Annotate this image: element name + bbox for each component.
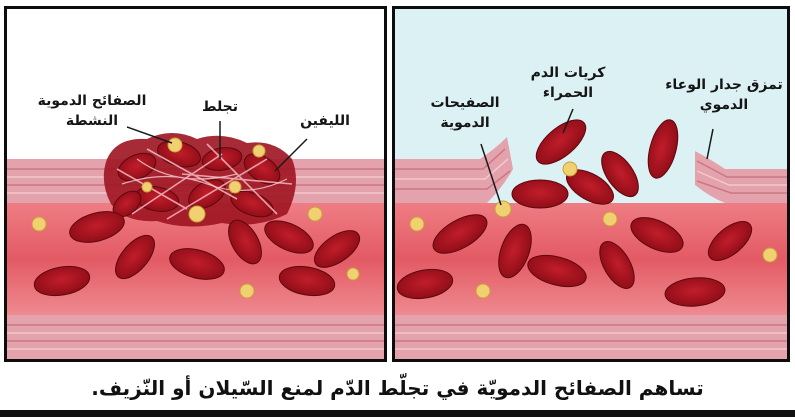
clot-panel: الصفائح الدموية النشطة تجلط الليفين [4,6,387,362]
blood-lumen [395,203,787,315]
label-clot: تجلط [192,97,248,117]
lower-vessel-wall [7,315,384,359]
label-red-blood-cells: كريات الدم الحمراء [523,63,613,103]
label-fibrin: الليفين [285,111,365,131]
figure-caption: تساهم الصفائح الدمويّة في تجلّط الدّم لم… [0,368,795,408]
blood-clot [104,133,296,227]
label-activated-platelets: الصفائح الدموية النشطة [17,91,167,131]
injury-panel: الصفيحات الدموية كريات الدم الحمراء تمزق… [392,6,790,362]
injured-vessel-illustration [395,9,787,359]
label-platelets: الصفيحات الدموية [415,93,515,133]
clot-vessel-illustration [7,9,384,359]
label-vessel-wall-tear: تمزق جدار الوعاء الدموي [665,75,783,115]
lower-vessel-wall [395,315,787,359]
torn-wall-right [695,151,787,203]
torn-wall-left [395,137,513,203]
bottom-border-bar [0,410,795,417]
